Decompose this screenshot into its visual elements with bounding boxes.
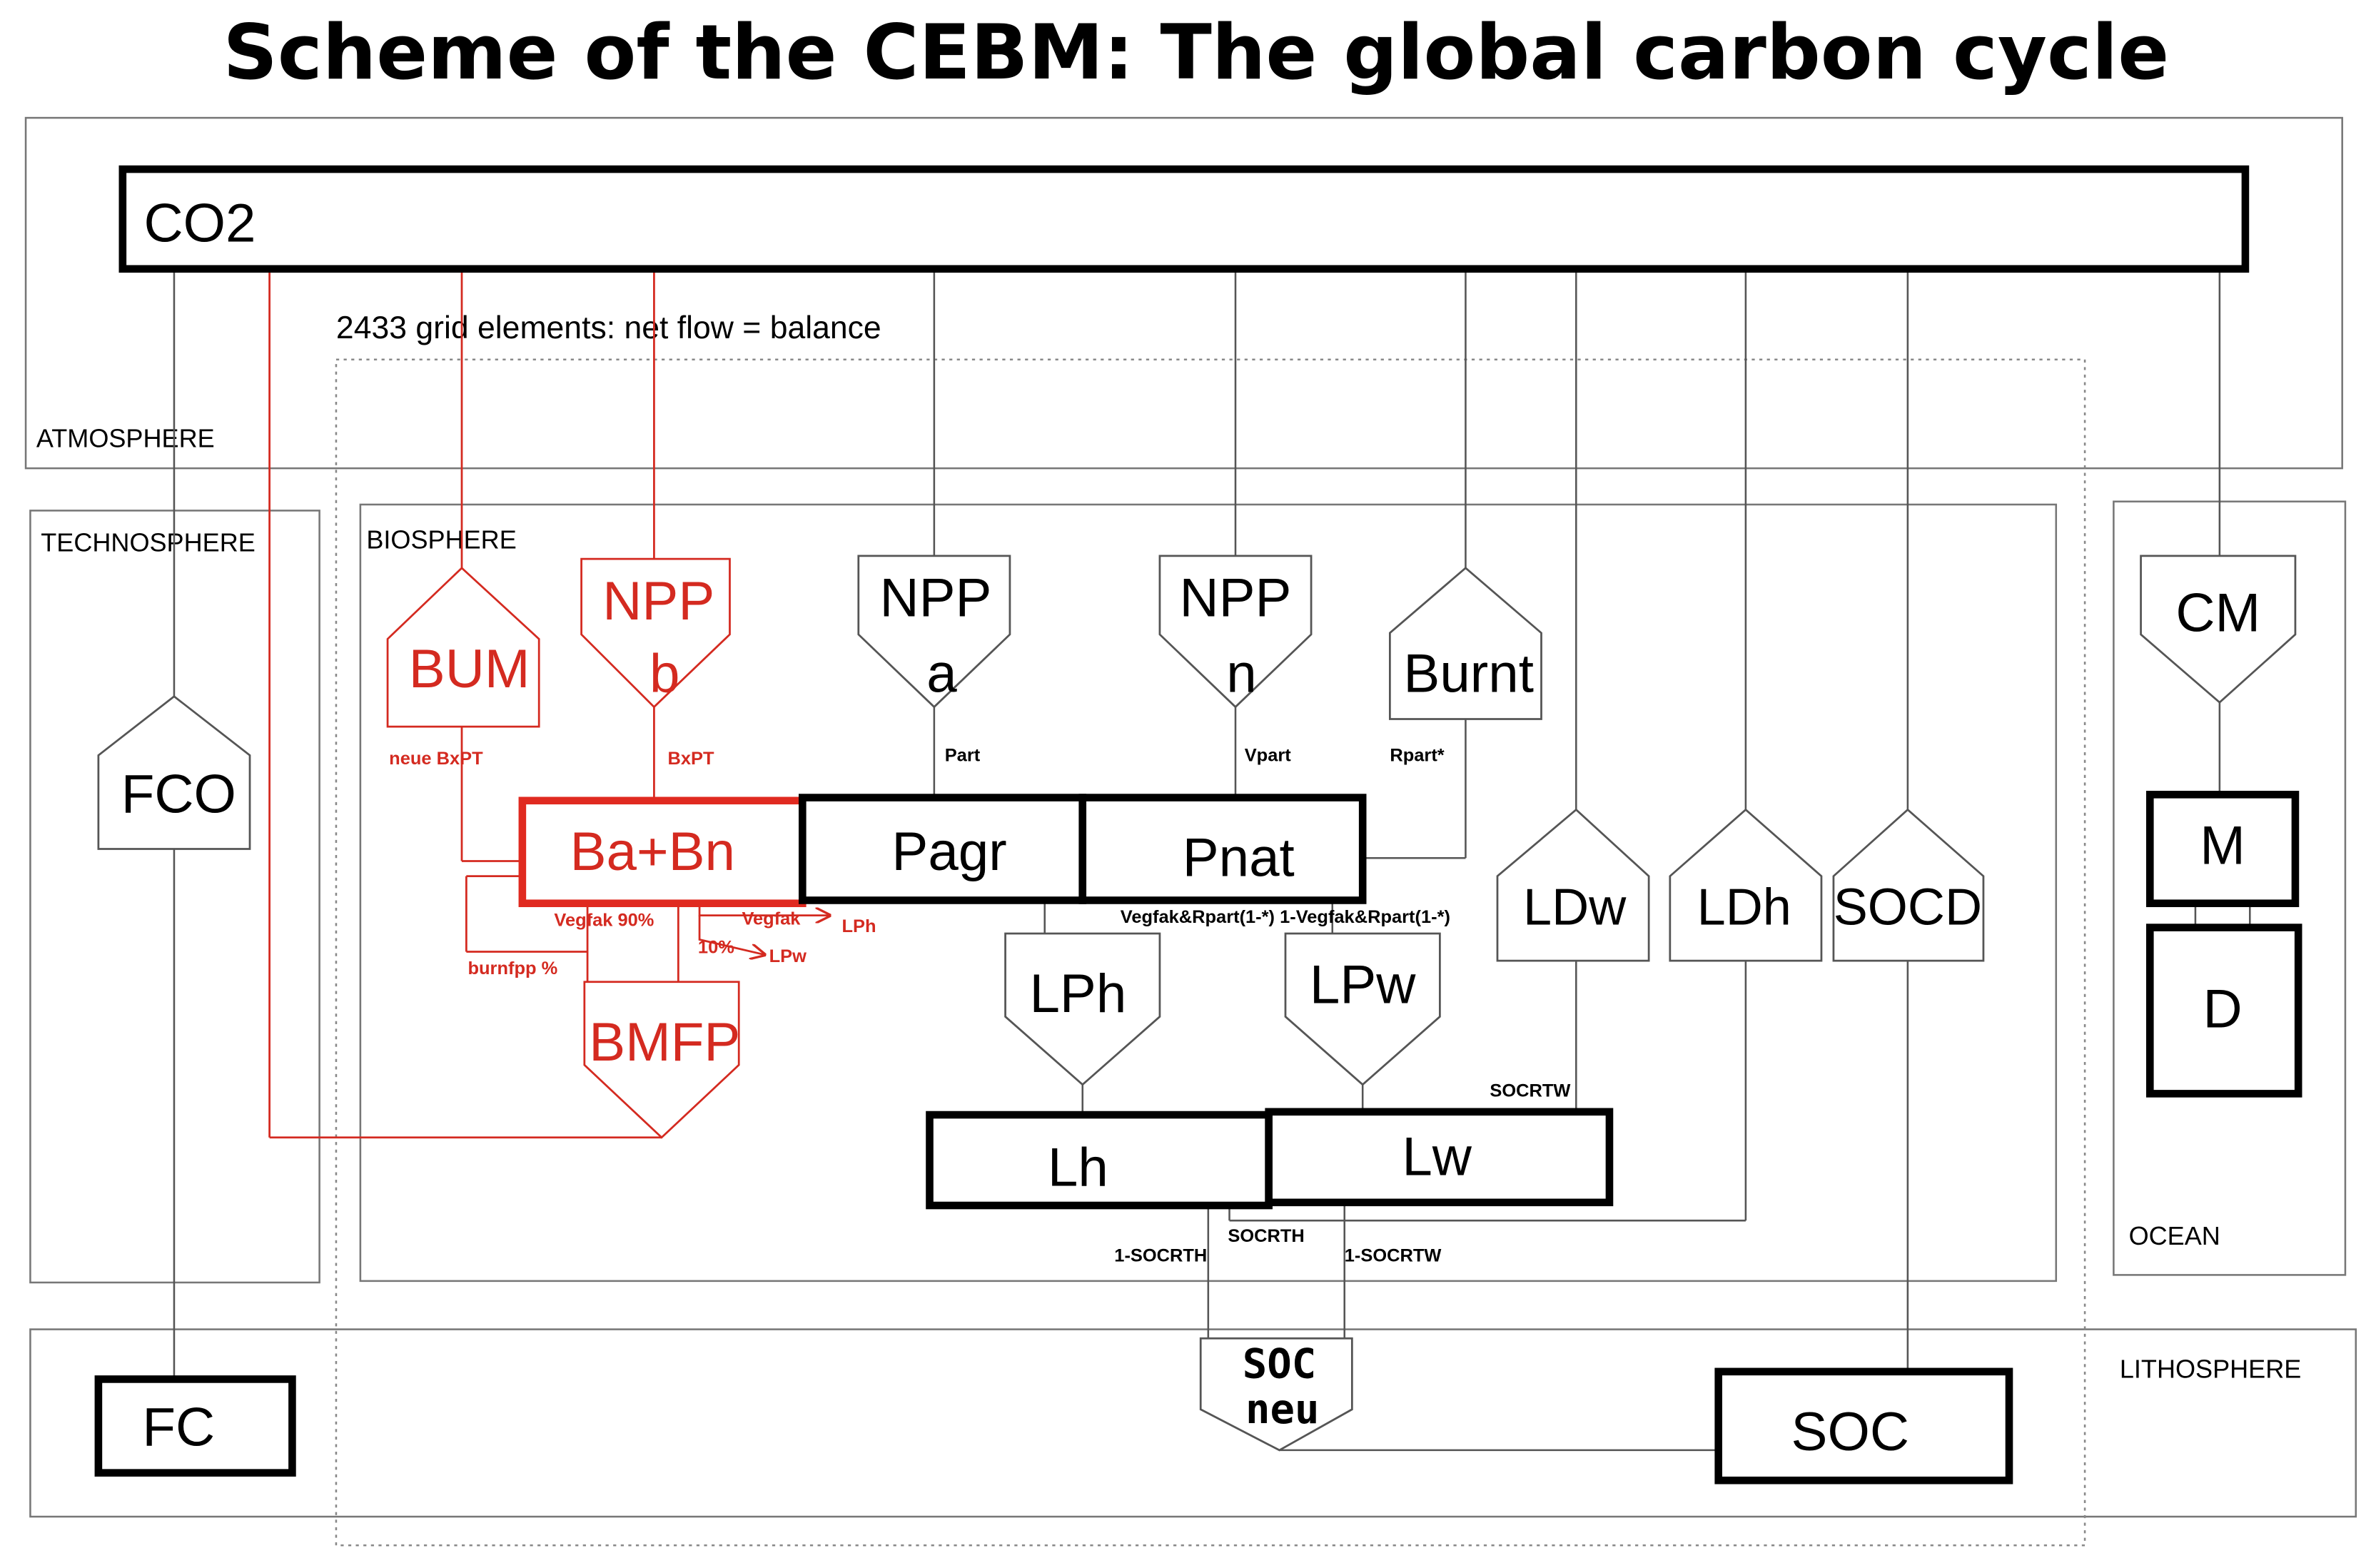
soc-box — [1714, 1367, 2013, 1484]
ba-bn-box — [518, 796, 807, 908]
grid-elements-note: 2433 grid elements: net flow = balance — [336, 310, 881, 345]
soc-neu-label-1: SOC — [1243, 1340, 1316, 1387]
ocean-region — [2113, 500, 2347, 1276]
soc-neu-flow — [1199, 1337, 1353, 1452]
soc-neu-label-2: neu — [1245, 1386, 1319, 1433]
lph-label: LPh — [1029, 963, 1126, 1024]
npp-n-flow — [1158, 555, 1313, 709]
soc-label: SOC — [1791, 1402, 1909, 1462]
ba-bn-label: Ba+Bn — [570, 821, 735, 882]
part-label: Part — [945, 746, 981, 766]
co2-label: CO2 — [144, 193, 256, 254]
natural-flow-lines — [173, 268, 2251, 1452]
technosphere-label: TECHNOSPHERE — [41, 528, 256, 557]
bmfp-label: BMFP — [589, 1012, 740, 1073]
pagr-box — [799, 794, 1087, 904]
npp-b-label-1: NPP — [602, 571, 714, 632]
ocean-label: OCEAN — [2129, 1221, 2220, 1250]
lph-small-label: LPh — [841, 916, 876, 936]
anthropogenic-flow-lines — [268, 268, 830, 1139]
fc-box — [94, 1375, 296, 1477]
bum-label: BUM — [409, 639, 530, 699]
npp-n-label-1: NPP — [1180, 568, 1292, 629]
lpw-small-label: LPw — [769, 946, 807, 966]
ldh-label: LDh — [1697, 879, 1791, 936]
ldh-flow — [1669, 808, 1823, 962]
lw-label: Lw — [1402, 1127, 1472, 1188]
co2-box — [118, 165, 2250, 273]
d-box — [2145, 924, 2302, 1098]
burnt-flow — [1389, 567, 1542, 720]
cm-flow — [2140, 555, 2297, 704]
lpw-flow — [1284, 932, 1441, 1086]
vegfak-rpart-label: Vegfak&Rpart(1-*) 1-Vegfak&Rpart(1-*) — [1121, 907, 1450, 927]
lithosphere-region — [29, 1328, 2357, 1518]
npp-b-flow — [580, 557, 731, 709]
biosphere-label: BIOSPHERE — [366, 525, 516, 554]
vegfak-90-label: Vegfak 90% — [554, 910, 654, 930]
pnat-box — [1078, 794, 1367, 904]
m-box — [2145, 791, 2300, 908]
npp-b-label-2: b — [649, 643, 679, 704]
ldw-flow — [1496, 808, 1650, 962]
socrth-label: SOCRTH — [1228, 1226, 1304, 1246]
lh-label: Lh — [1048, 1138, 1108, 1198]
socd-label: SOCD — [1834, 879, 1982, 936]
socd-flow — [1832, 808, 1985, 962]
fco-label: FCO — [121, 764, 236, 825]
pnat-label: Pnat — [1183, 828, 1295, 889]
one-minus-socrtw-label: 1-SOCRTW — [1345, 1245, 1442, 1265]
cm-label: CM — [2175, 583, 2260, 644]
npp-a-label-2: a — [926, 643, 957, 704]
npp-a-flow — [857, 555, 1011, 709]
burnfpp-label: burnfpp % — [467, 958, 557, 978]
diagram-title: Scheme of the CEBM: The global carbon cy… — [223, 9, 2169, 96]
fco-flow — [97, 694, 251, 850]
pagr-label: Pagr — [891, 821, 1006, 882]
lithosphere-label: LITHOSPHERE — [2120, 1354, 2301, 1383]
atmosphere-region — [24, 116, 2343, 470]
fc-label: FC — [142, 1397, 215, 1458]
lpw-label: LPw — [1310, 954, 1416, 1015]
npp-a-label-1: NPP — [879, 568, 991, 629]
rpart-label: Rpart* — [1390, 746, 1444, 766]
pct-10-label: 10% — [698, 938, 734, 958]
ldw-label: LDw — [1523, 879, 1627, 936]
lw-box — [1265, 1108, 1614, 1207]
vpart-label: Vpart — [1245, 746, 1292, 766]
bmfp-flow — [583, 981, 740, 1139]
atmosphere-label: ATMOSPHERE — [36, 424, 215, 453]
bxpt-label: BxPT — [668, 749, 714, 769]
d-label: D — [2203, 978, 2243, 1039]
m-label: M — [2200, 816, 2245, 876]
one-minus-socrth-label: 1-SOCRTH — [1114, 1245, 1207, 1265]
socrtw-label: SOCRTW — [1490, 1081, 1570, 1101]
burnt-label: Burnt — [1403, 643, 1534, 704]
lph-flow — [1004, 932, 1161, 1086]
vegfak-label: Vegfak — [742, 909, 801, 929]
bum-flow — [386, 566, 540, 728]
npp-n-label-2: n — [1226, 643, 1256, 704]
neue-bxpt-label: neue BxPT — [389, 749, 483, 769]
